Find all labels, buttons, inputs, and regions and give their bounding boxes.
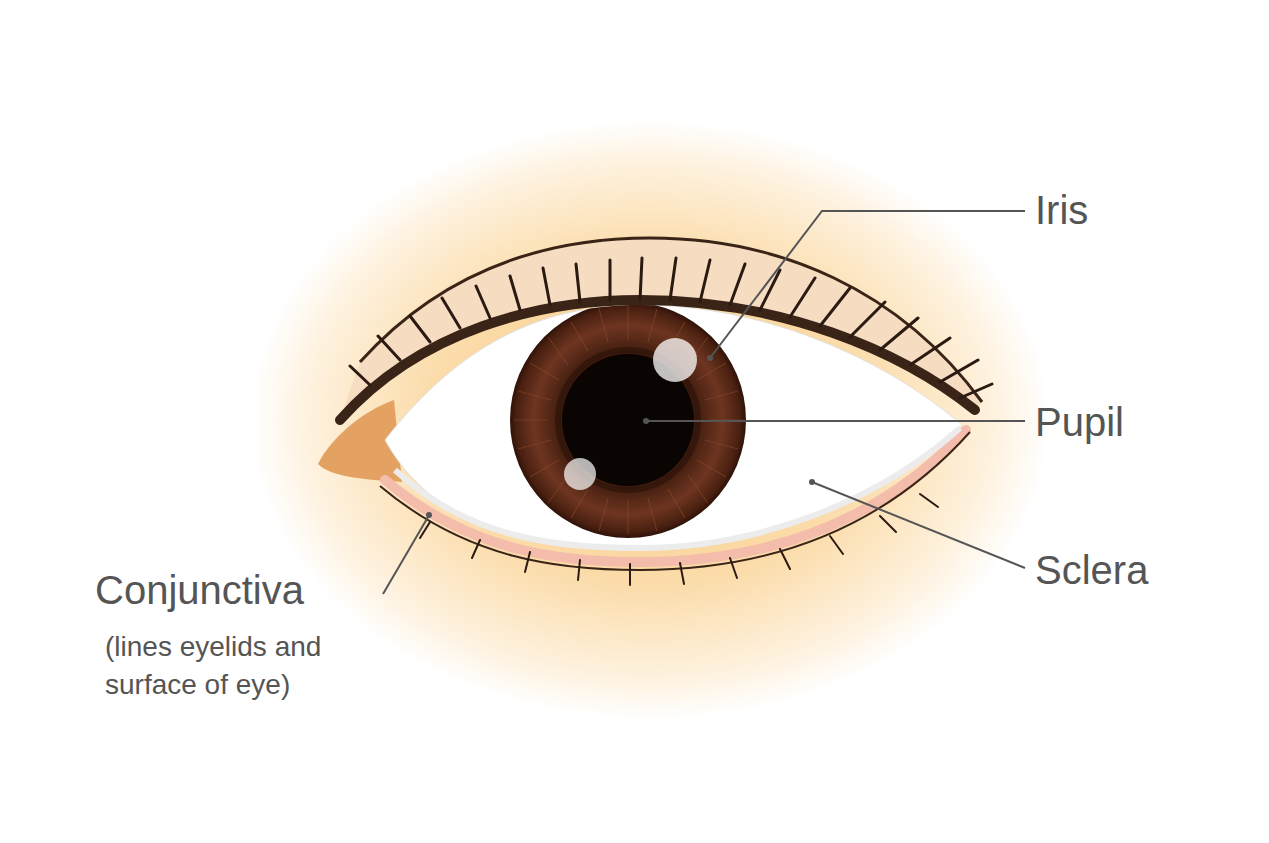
part-label: Sclera (1035, 546, 1260, 594)
highlight (564, 458, 596, 490)
lower-eyelashes (420, 494, 938, 585)
upper-lid-line (340, 300, 975, 420)
part-label: Pupil (1035, 398, 1255, 446)
skin-glow (250, 120, 1050, 720)
highlight (653, 338, 697, 382)
part-label: Iris (1035, 186, 1255, 234)
upper-eyelashes (350, 258, 992, 398)
part-label: Conjunctiva (95, 566, 415, 614)
leader-lines (383, 211, 1025, 594)
part-note: (lines eyelids and surface of eye) (105, 628, 405, 704)
leader-dots (426, 355, 815, 518)
